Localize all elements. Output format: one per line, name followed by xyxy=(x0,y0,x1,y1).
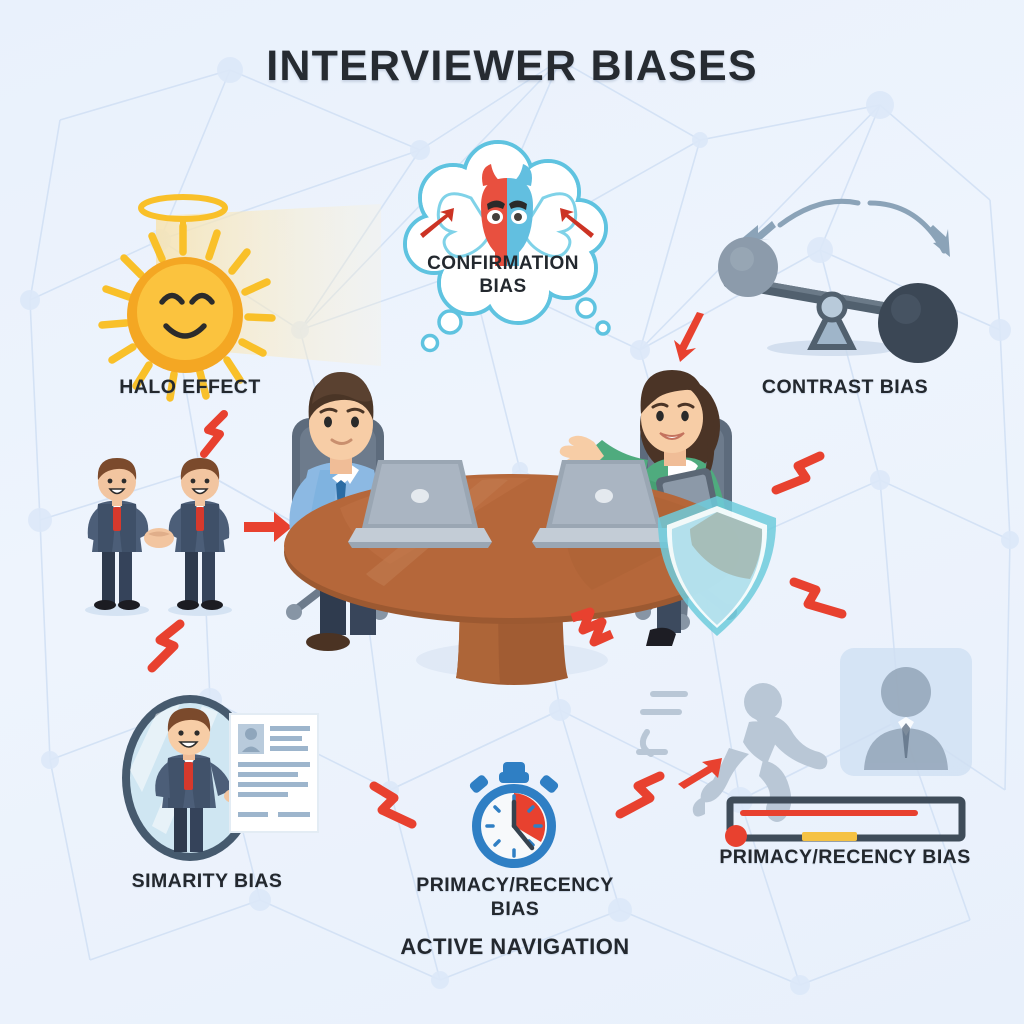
label-similarity-bias: SIMARITY BIAS xyxy=(131,870,283,892)
label-confirmation-bias: CONFIRMATION BIAS xyxy=(427,253,579,298)
red-arrow-icon xyxy=(674,312,704,362)
shield-icon xyxy=(657,496,777,636)
red-lightning-bolt-icon xyxy=(771,451,825,495)
red-lightning-bolt-icon xyxy=(200,410,228,458)
running-person-icon xyxy=(636,683,828,822)
label-halo-effect: HALO EFFECT xyxy=(119,376,261,398)
red-lightning-bolt-icon xyxy=(615,771,665,819)
unbalanced-seesaw-scale-icon xyxy=(718,198,958,363)
red-arrow-icon xyxy=(560,208,594,238)
page-title: INTERVIEWER BIASES xyxy=(266,42,758,90)
red-lightning-bolt-icon xyxy=(369,781,417,829)
red-lightning-bolt-icon xyxy=(147,619,185,673)
two-businessmen-handshake-icon xyxy=(85,458,232,616)
label-primacy-recency-bias-right: PRIMACY/RECENCY BIAS xyxy=(719,846,971,868)
red-arrow-icon xyxy=(244,512,292,542)
label-active-navigation: ACTIVE NAVIGATION xyxy=(400,934,630,959)
progress-bar-icon xyxy=(725,796,966,847)
label-primacy-recency-bias-center: PRIMACY/RECENCY BIAS xyxy=(416,874,614,920)
candidate-silhouette-card-icon xyxy=(840,648,972,776)
laptop-right xyxy=(532,460,676,548)
resume-document xyxy=(229,713,319,833)
red-arrow-icon xyxy=(420,208,454,238)
red-lightning-bolt-icon xyxy=(789,577,847,619)
stopwatch-icon xyxy=(469,762,559,868)
laptop-left xyxy=(348,460,492,548)
mirror-with-resume-icon xyxy=(122,695,319,861)
red-arrow-icon xyxy=(678,758,722,789)
label-contrast-bias: CONTRAST BIAS xyxy=(761,376,929,398)
smiling-sun-with-halo-icon xyxy=(98,194,276,402)
